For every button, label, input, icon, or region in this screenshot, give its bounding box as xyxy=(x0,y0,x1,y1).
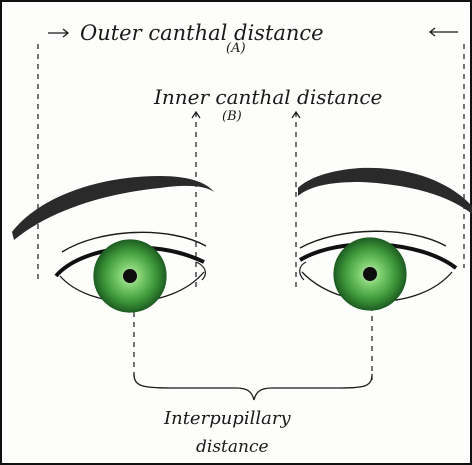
right-eyebrow xyxy=(298,168,472,214)
interpupillary-brace xyxy=(134,374,372,400)
outer-canthal-label-group: Outer canthal distance (A) xyxy=(48,21,458,56)
left-eye xyxy=(56,232,206,312)
inner-canthal-text: Inner canthal distance xyxy=(153,85,382,109)
right-tear-duct xyxy=(300,262,306,280)
interpupillary-text-line2: distance xyxy=(196,437,269,457)
right-eye xyxy=(300,231,456,310)
outer-canthal-letter: (A) xyxy=(226,41,246,56)
outer-canthal-text: Outer canthal distance xyxy=(80,21,324,45)
inner-canthal-label-group: Inner canthal distance (B) xyxy=(153,85,382,124)
inner-canthal-letter: (B) xyxy=(222,109,242,124)
interpupillary-text-line1: Interpupillary xyxy=(163,408,291,429)
left-pupil xyxy=(123,269,137,283)
left-eyebrow xyxy=(12,176,214,240)
right-pupil xyxy=(363,267,377,281)
left-tear-duct xyxy=(196,262,205,280)
